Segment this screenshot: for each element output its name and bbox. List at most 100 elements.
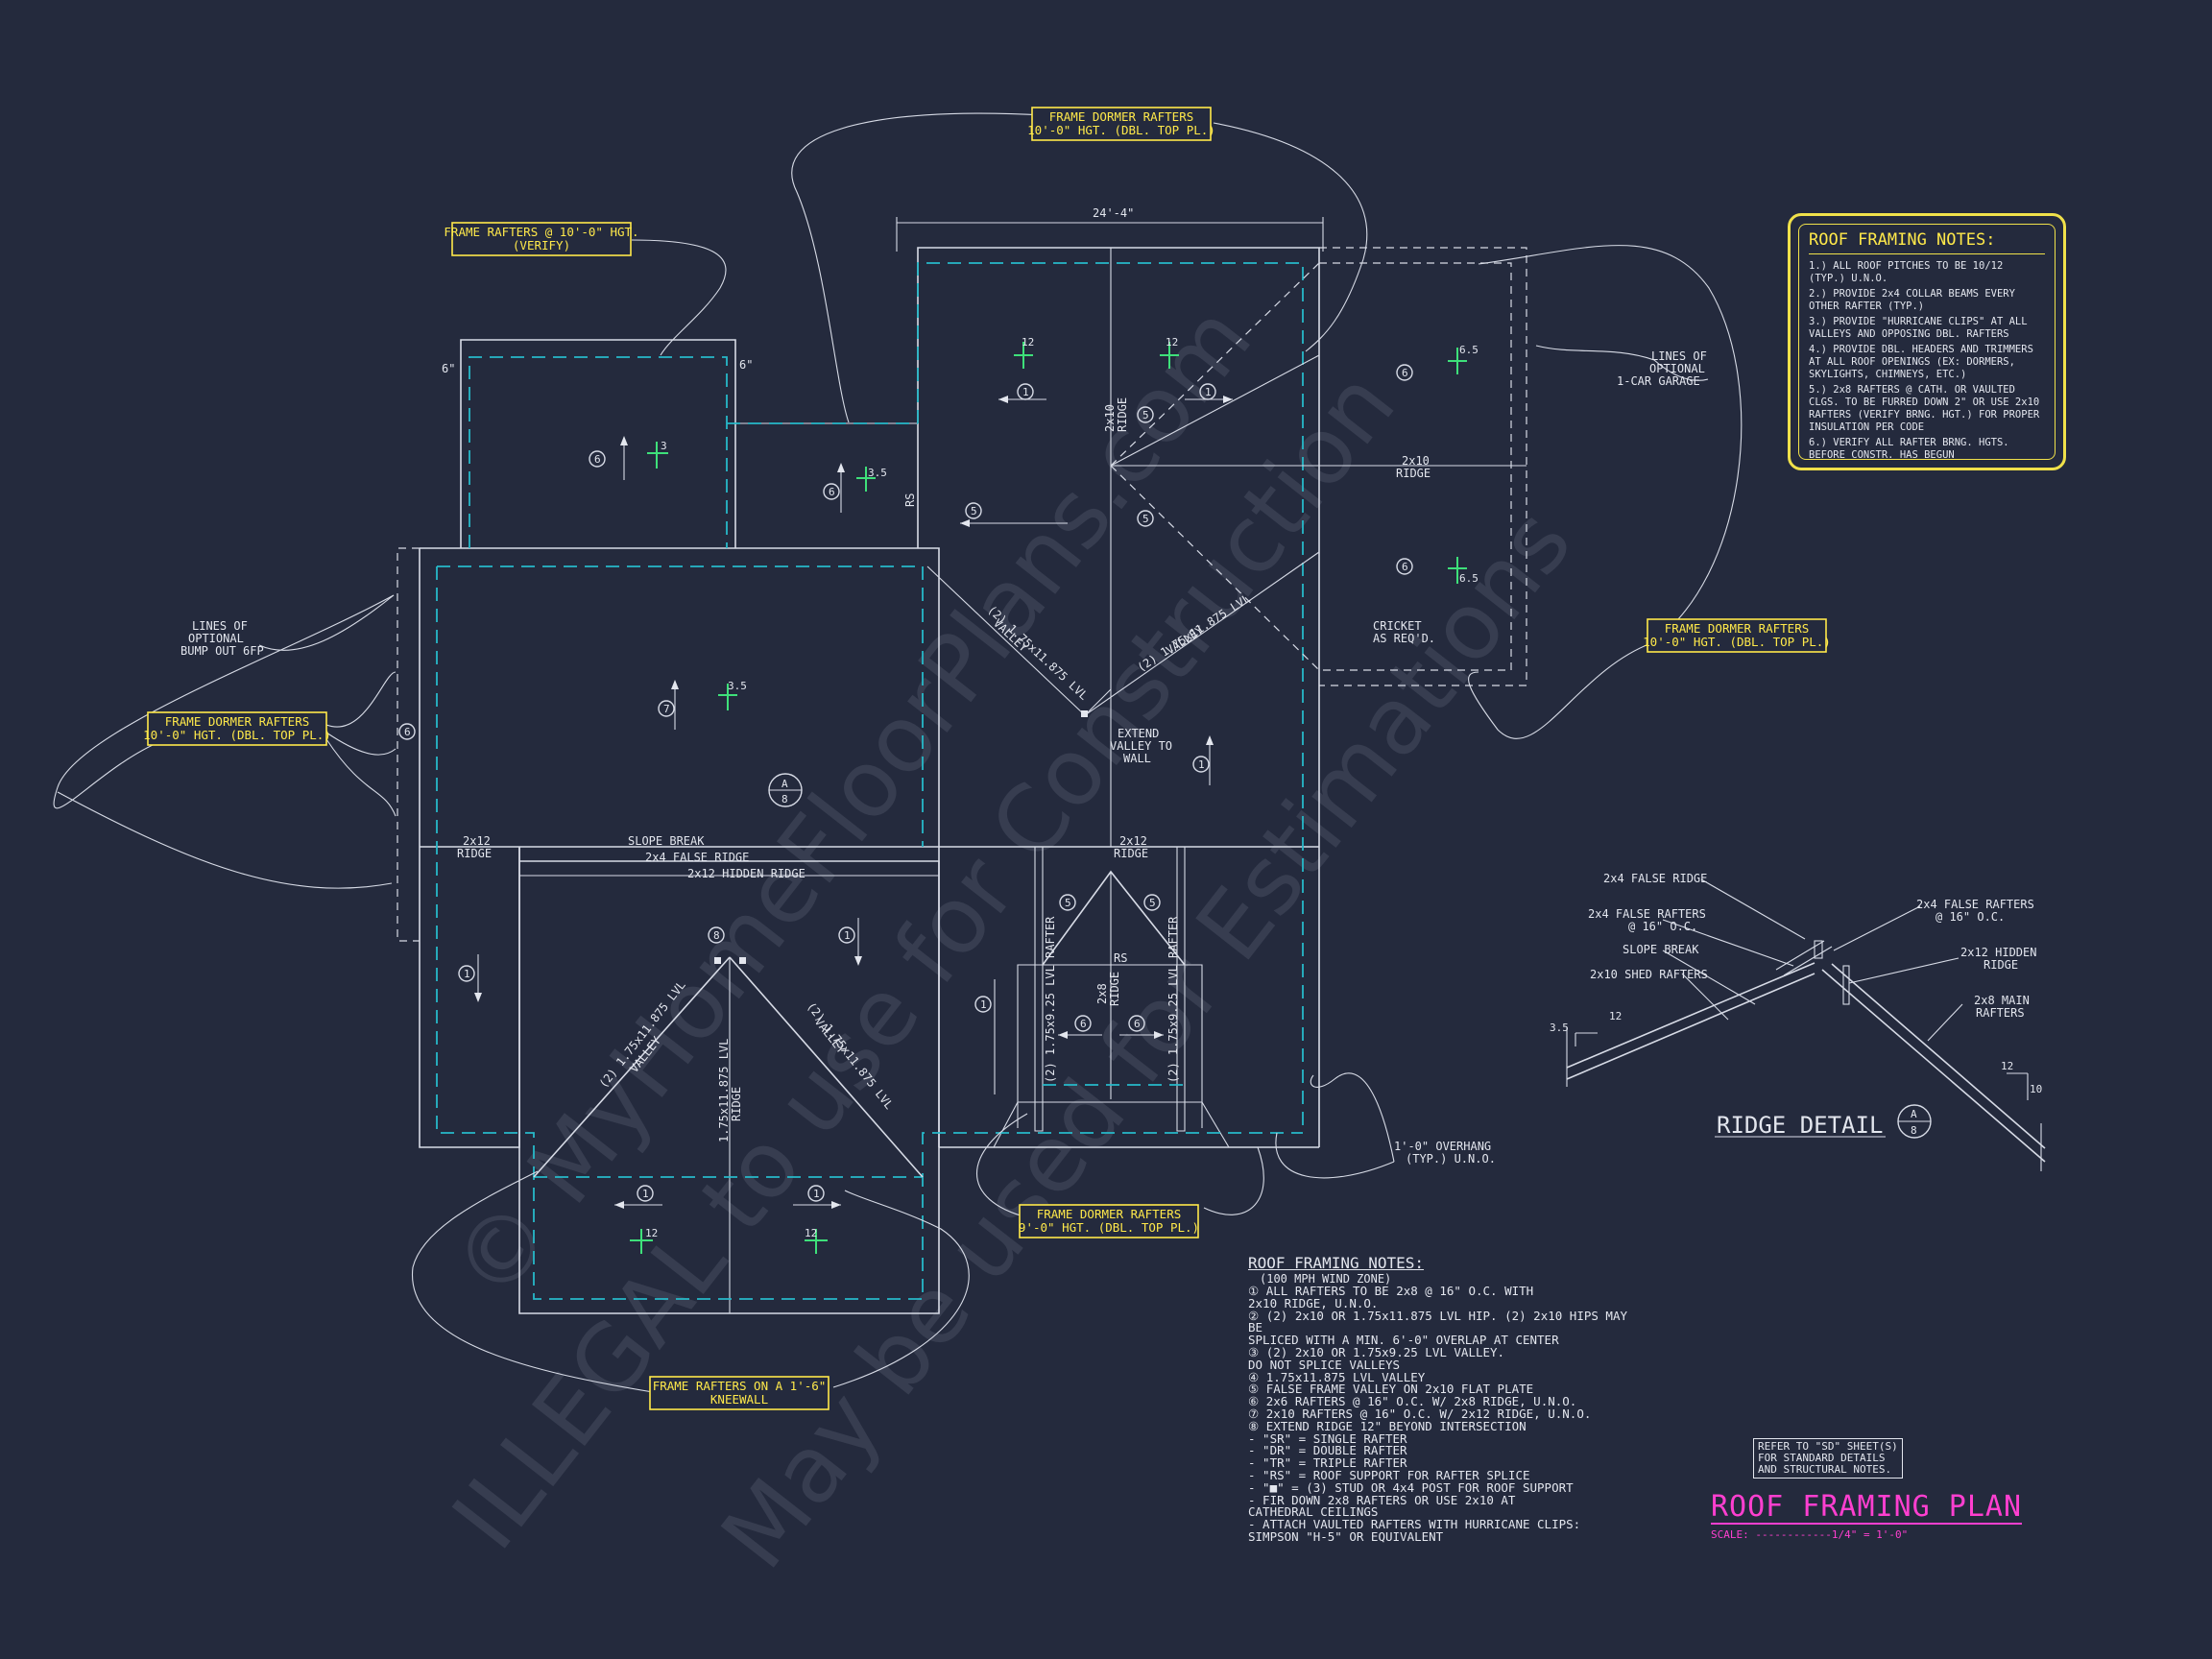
roof-note-line: ⑥ 2x6 RAFTERS @ 16" O.C. W/ 2x8 RIDGE, U… xyxy=(1248,1394,1577,1409)
notes-box-title: ROOF FRAMING NOTES: xyxy=(1809,230,2045,254)
svg-text:FRAME DORMER RAFTERS: FRAME DORMER RAFTERS xyxy=(1037,1207,1182,1221)
svg-text:RS: RS xyxy=(903,493,917,507)
dimension-line: 24'-4" xyxy=(896,206,1324,252)
callout-dormer-bottom: FRAME DORMER RAFTERS 9'-0" HGT. (DBL. TO… xyxy=(1019,1204,1199,1238)
roof-note-line: DO NOT SPLICE VALLEYS xyxy=(1248,1357,1401,1372)
svg-text:9'-0" HGT. (DBL. TOP PL.): 9'-0" HGT. (DBL. TOP PL.) xyxy=(1019,1220,1199,1235)
svg-text:6.5: 6.5 xyxy=(1459,344,1479,356)
svg-text:6.5: 6.5 xyxy=(1459,572,1479,585)
roof-note-line: ⑦ 2x10 RAFTERS @ 16" O.C. W/ 2x12 RIDGE,… xyxy=(1248,1406,1592,1421)
svg-text:CRICKET: CRICKET xyxy=(1373,619,1422,633)
roof-note-line: ④ 1.75x11.875 LVL VALLEY xyxy=(1248,1369,1426,1384)
svg-text:2x10: 2x10 xyxy=(1402,454,1430,468)
svg-text:1-CAR GARAGE: 1-CAR GARAGE xyxy=(1617,374,1700,388)
svg-text:6: 6 xyxy=(594,453,601,466)
svg-text:RIDGE: RIDGE xyxy=(1984,958,2018,972)
svg-text:SLOPE BREAK: SLOPE BREAK xyxy=(628,834,705,848)
svg-text:VALLEY TO: VALLEY TO xyxy=(1110,739,1172,753)
roof-note-line: ② (2) 2x10 OR 1.75x11.875 LVL HIP. (2) 2… xyxy=(1248,1308,1628,1335)
svg-text:1.75x11.875 LVL: 1.75x11.875 LVL xyxy=(717,1039,731,1142)
roof-note-line: SIMPSON "H-5" OR EQUIVALENT xyxy=(1248,1528,1444,1544)
roof-notes-subtitle: (100 MPH WIND ZONE) xyxy=(1260,1272,1392,1286)
notes-box-item: 2.) PROVIDE 2x4 COLLAR BEAMS EVERY OTHER… xyxy=(1809,288,2015,312)
roof-note-line: - FIR DOWN 2x8 RAFTERS OR USE 2x10 AT xyxy=(1248,1492,1516,1507)
roof-note-line: ⑤ FALSE FRAME VALLEY ON 2x10 FLAT PLATE xyxy=(1248,1382,1534,1397)
svg-text:RS: RS xyxy=(1114,951,1127,965)
svg-text:6": 6" xyxy=(442,362,455,375)
svg-text:10: 10 xyxy=(2030,1083,2042,1095)
svg-text:2x4 FALSE RIDGE: 2x4 FALSE RIDGE xyxy=(1603,872,1707,885)
svg-text:6: 6 xyxy=(829,486,835,498)
svg-text:RIDGE: RIDGE xyxy=(1116,397,1129,432)
optional-garage-lines xyxy=(1110,247,1527,686)
svg-text:10'-0" HGT. (DBL. TOP PL.): 10'-0" HGT. (DBL. TOP PL.) xyxy=(143,728,331,742)
plan-scale: SCALE: ------------1/4" = 1'-0" xyxy=(1711,1528,1909,1541)
svg-text:EXTEND: EXTEND xyxy=(1118,727,1159,740)
svg-text:RIDGE: RIDGE xyxy=(730,1087,743,1121)
svg-text:(VERIFY): (VERIFY) xyxy=(513,238,570,252)
svg-text:2x8 MAIN: 2x8 MAIN xyxy=(1974,994,2030,1007)
svg-text:@ 16" O.C.: @ 16" O.C. xyxy=(1628,920,1697,933)
roof-notes-title: ROOF FRAMING NOTES: xyxy=(1248,1254,1425,1272)
svg-text:OPTIONAL: OPTIONAL xyxy=(188,632,244,645)
callout-dormer-left: FRAME DORMER RAFTERS 10'-0" HGT. (DBL. T… xyxy=(143,711,331,746)
roof-note-line: - "TR" = TRIPLE RAFTER xyxy=(1248,1455,1407,1471)
svg-text:6: 6 xyxy=(1402,367,1408,379)
svg-text:FRAME DORMER RAFTERS: FRAME DORMER RAFTERS xyxy=(1665,621,1810,636)
svg-text:1: 1 xyxy=(844,929,851,942)
roof-note-line: ① ALL RAFTERS TO BE 2x8 @ 16" O.C. WITH xyxy=(1248,1284,1534,1298)
svg-text:2x10 SHED RAFTERS: 2x10 SHED RAFTERS xyxy=(1590,968,1708,981)
roof-framing-notes-box: ROOF FRAMING NOTES: 1.) ALL ROOF PITCHES… xyxy=(1788,213,2066,470)
svg-text:(2) 1.75x9.25 LVL RAFTER: (2) 1.75x9.25 LVL RAFTER xyxy=(1044,916,1057,1083)
callout-kneewall: FRAME RAFTERS ON A 1'-6" KNEEWALL xyxy=(649,1376,830,1410)
svg-text:2x12 HIDDEN RIDGE: 2x12 HIDDEN RIDGE xyxy=(687,867,805,880)
roof-note-line: - ATTACH VAULTED RAFTERS WITH HURRICANE … xyxy=(1248,1517,1581,1532)
valley-lines xyxy=(533,354,1320,1178)
svg-text:3.5: 3.5 xyxy=(728,680,747,692)
svg-text:A: A xyxy=(1911,1108,1917,1120)
svg-text:FRAME DORMER RAFTERS: FRAME DORMER RAFTERS xyxy=(165,714,310,729)
svg-text:3.5: 3.5 xyxy=(1550,1022,1569,1034)
svg-text:AS REQ'D.: AS REQ'D. xyxy=(1373,632,1435,645)
svg-text:1: 1 xyxy=(642,1188,649,1200)
svg-text:A: A xyxy=(781,778,788,790)
roof-note-line: SPLICED WITH A MIN. 6'-0" OVERLAP AT CEN… xyxy=(1248,1333,1559,1348)
svg-text:2x4 FALSE RAFTERS: 2x4 FALSE RAFTERS xyxy=(1588,907,1706,921)
svg-text:5: 5 xyxy=(1065,897,1071,909)
svg-text:7: 7 xyxy=(663,703,670,715)
svg-text:RAFTERS: RAFTERS xyxy=(1976,1006,2025,1020)
svg-text:FRAME DORMER RAFTERS: FRAME DORMER RAFTERS xyxy=(1049,109,1194,124)
svg-text:(2) 1.75x9.25 LVL RAFTER: (2) 1.75x9.25 LVL RAFTER xyxy=(1166,916,1180,1083)
plan-title: ROOF FRAMING PLAN xyxy=(1711,1490,2023,1525)
svg-text:BUMP OUT 6FP: BUMP OUT 6FP xyxy=(180,644,264,658)
svg-text:RIDGE: RIDGE xyxy=(1114,847,1148,860)
svg-text:5: 5 xyxy=(971,505,977,517)
svg-text:3: 3 xyxy=(661,440,667,452)
svg-text:2x10: 2x10 xyxy=(1103,404,1117,432)
svg-text:12: 12 xyxy=(2001,1060,2013,1072)
notes-box-item: 5.) 2x8 RAFTERS @ CATH. OR VAULTED CLGS.… xyxy=(1809,384,2040,433)
svg-text:12: 12 xyxy=(1022,336,1034,349)
svg-text:1: 1 xyxy=(813,1188,820,1200)
svg-text:10'-0" HGT. (DBL. TOP PL.): 10'-0" HGT. (DBL. TOP PL.) xyxy=(1643,635,1831,649)
pitch-symbols: 12 12 6.5 6.5 3 3.5 3.5 12 12 xyxy=(630,336,1479,1254)
svg-text:12: 12 xyxy=(1166,336,1178,349)
svg-text:1: 1 xyxy=(1198,758,1205,771)
svg-text:6": 6" xyxy=(739,358,753,372)
svg-text:8: 8 xyxy=(1911,1124,1917,1137)
svg-text:LINES OF: LINES OF xyxy=(192,619,248,633)
svg-text:@ 16" O.C.: @ 16" O.C. xyxy=(1936,910,2005,924)
roof-note-line: CATHEDRAL CEILINGS xyxy=(1248,1504,1379,1520)
svg-text:1: 1 xyxy=(464,968,470,980)
roof-framing-notes: ROOF FRAMING NOTES: (100 MPH WIND ZONE) … xyxy=(1248,1254,1632,1544)
wall-plate-lines xyxy=(436,262,1304,1300)
svg-text:6: 6 xyxy=(1080,1018,1087,1030)
svg-text:(TYP.) U.N.O.: (TYP.) U.N.O. xyxy=(1406,1152,1496,1166)
leader-lines xyxy=(53,112,1743,1393)
svg-text:RIDGE: RIDGE xyxy=(1108,972,1121,1006)
svg-text:5: 5 xyxy=(1149,897,1156,909)
svg-text:SLOPE BREAK: SLOPE BREAK xyxy=(1623,943,1699,956)
dimension-width: 24'-4" xyxy=(1093,206,1134,220)
svg-text:KNEEWALL: KNEEWALL xyxy=(710,1392,768,1407)
